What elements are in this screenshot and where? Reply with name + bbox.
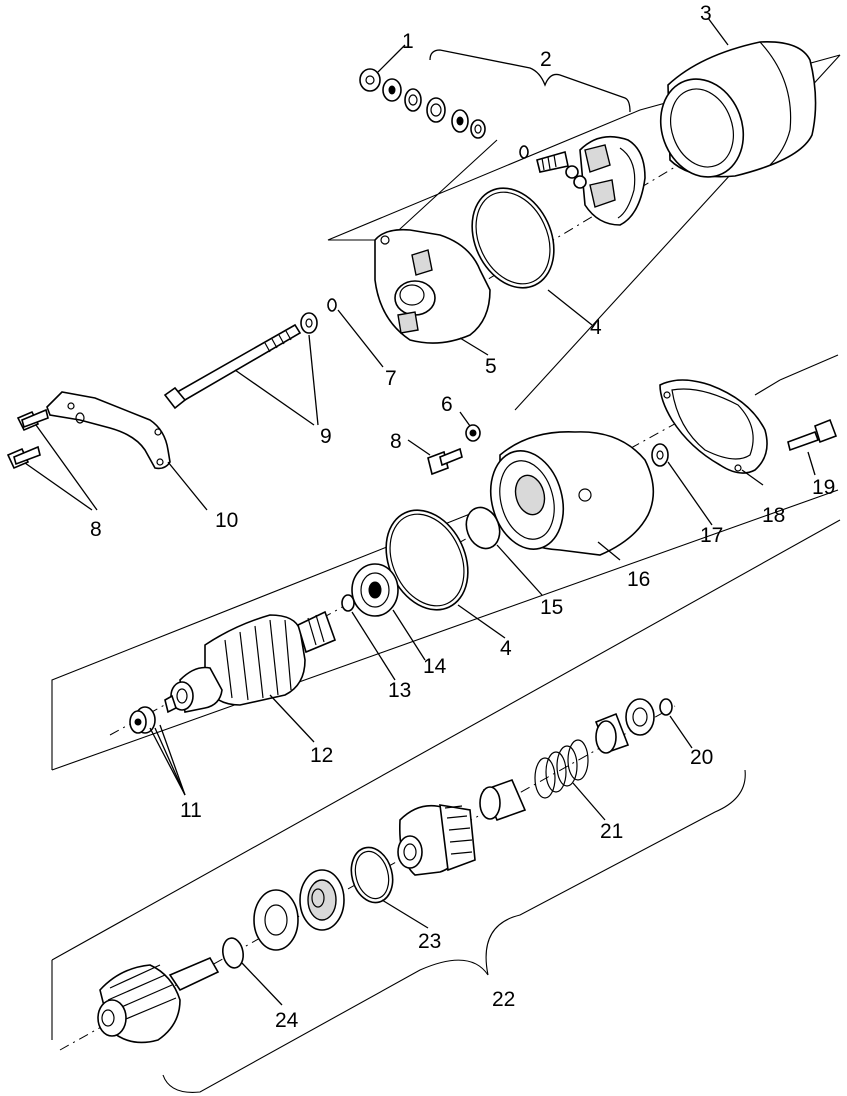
callout-5: 5 bbox=[485, 355, 497, 378]
callout-20: 20 bbox=[690, 746, 713, 769]
callout-1: 1 bbox=[402, 30, 414, 53]
callout-14: 14 bbox=[423, 655, 447, 678]
callout-9: 9 bbox=[320, 425, 332, 448]
callout-17: 17 bbox=[700, 524, 723, 547]
callout-19: 19 bbox=[812, 476, 835, 499]
callout-11: 11 bbox=[180, 799, 202, 822]
drive-housing bbox=[490, 431, 655, 556]
end-cover bbox=[374, 228, 491, 344]
shaft-snap-ring bbox=[222, 937, 244, 969]
ball-bearing bbox=[351, 563, 399, 617]
o-ring-upper bbox=[471, 187, 555, 289]
armature bbox=[164, 610, 337, 714]
spacer-collar bbox=[479, 778, 527, 822]
callout-2: 2 bbox=[540, 48, 552, 71]
callout-7: 7 bbox=[385, 367, 397, 390]
output-gear-shaft bbox=[97, 956, 220, 1044]
callout-labels: 1 2 3 4 4 5 6 7 8 8 9 10 11 12 13 14 15 … bbox=[90, 2, 835, 1032]
callout-23: 23 bbox=[418, 930, 441, 953]
callout-21: 21 bbox=[600, 820, 623, 843]
thrust-washer bbox=[651, 443, 669, 467]
small-o-ring bbox=[327, 298, 337, 312]
callout-13: 13 bbox=[388, 679, 411, 702]
through-bolt bbox=[163, 312, 318, 410]
pinion-clutch bbox=[397, 804, 476, 876]
gasket-plate bbox=[659, 379, 768, 474]
end-ring bbox=[659, 698, 673, 716]
callout-24: 24 bbox=[275, 1009, 299, 1032]
mounting-bracket bbox=[46, 391, 171, 470]
drive-spring bbox=[534, 739, 589, 799]
clutch-cup bbox=[299, 869, 345, 931]
callout-22: 22 bbox=[492, 988, 515, 1011]
shim-washers bbox=[129, 706, 156, 734]
callout-16: 16 bbox=[627, 568, 650, 591]
seal-ring bbox=[465, 506, 501, 550]
callout-3: 3 bbox=[700, 2, 712, 25]
callout-4-upper: 4 bbox=[590, 316, 602, 339]
motor-yoke-housing bbox=[659, 41, 817, 178]
nut-washer-stack bbox=[359, 68, 486, 139]
snap-ring bbox=[341, 594, 355, 612]
callout-10: 10 bbox=[215, 509, 238, 532]
clutch-collar-set bbox=[594, 698, 655, 754]
callout-15: 15 bbox=[540, 596, 563, 619]
callout-8-bolt: 8 bbox=[390, 430, 402, 453]
leader-lines bbox=[24, 17, 816, 1006]
cover-screw bbox=[787, 418, 838, 452]
bolts bbox=[6, 408, 481, 476]
thrust-plate bbox=[253, 889, 299, 951]
callout-4-lower: 4 bbox=[500, 637, 512, 660]
callout-18: 18 bbox=[762, 504, 785, 527]
brush-holder-assembly bbox=[519, 135, 646, 226]
callout-6: 6 bbox=[441, 393, 453, 416]
retaining-ring bbox=[350, 846, 394, 904]
callout-8-bracket: 8 bbox=[90, 518, 102, 541]
callout-12: 12 bbox=[310, 744, 333, 767]
